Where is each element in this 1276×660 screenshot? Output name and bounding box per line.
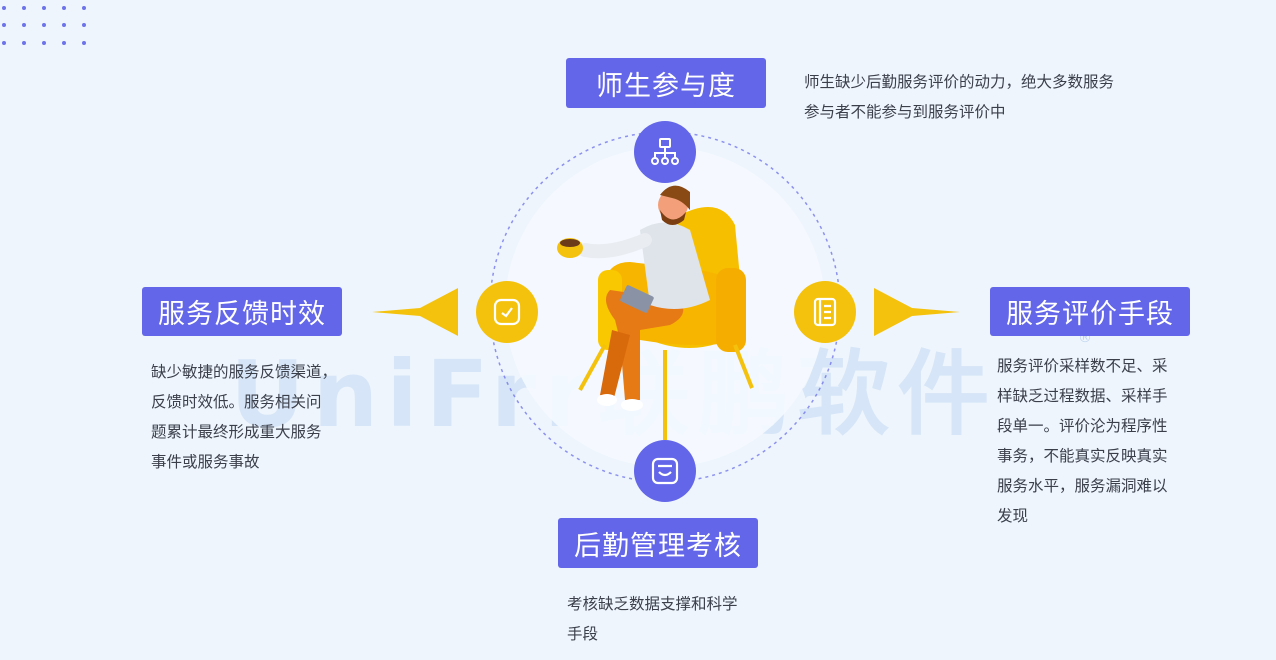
title-evaluation: 服务评价手段 [990,287,1190,336]
title-management: 后勤管理考核 [558,518,758,568]
dot-grid-decoration [2,6,86,45]
desc-feedback: 缺少敏捷的服务反馈渠道， 反馈时效低。服务相关问 题累计最终形成重大服务 事件或… [151,363,338,471]
desc-management: 考核缺乏数据支撑和科学 手段 [567,595,738,643]
title-feedback: 服务反馈时效 [142,287,342,336]
title-participation: 师生参与度 [566,58,766,108]
clock-icon-badge [476,281,538,343]
document-icon-badge [794,281,856,343]
inbox-icon-badge [634,440,696,502]
org-chart-icon [651,138,679,165]
person-figure [557,185,710,411]
org-chart-icon-badge [634,121,696,183]
document-icon [813,297,837,327]
clock-icon [493,298,521,326]
inbox-icon [651,457,679,485]
desc-participation: 师生缺少后勤服务评价的动力，绝大多数服务 参与者不能参与到服务评价中 [804,73,1115,121]
desc-evaluation: 服务评价采样数不足、采 样缺乏过程数据、采样手 段单一。评价沦为程序性 事务，不… [997,357,1168,525]
